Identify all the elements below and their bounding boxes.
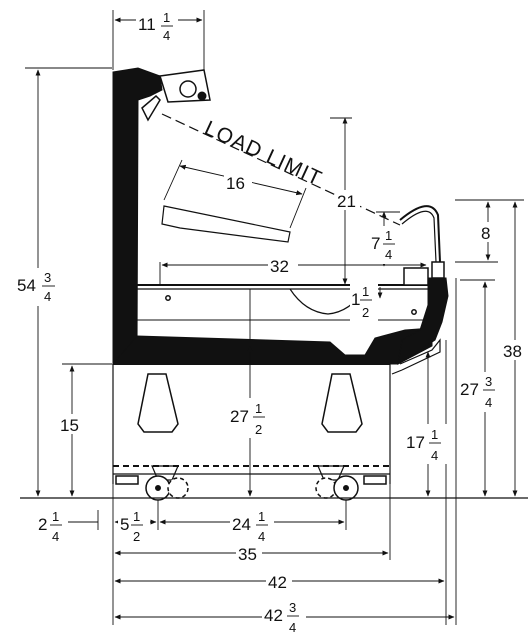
dimension-labels: 11 1 4 54 3 4 16 21 8 (16, 8, 528, 635)
svg-text:4: 4 (163, 28, 170, 43)
dim-shelf-height: 21 (336, 190, 360, 211)
svg-text:4: 4 (289, 620, 296, 635)
dim-top-depth: 11 1 4 (136, 8, 178, 44)
svg-text:7: 7 (371, 234, 380, 253)
svg-text:1: 1 (362, 284, 369, 299)
svg-text:4: 4 (431, 448, 438, 463)
front-fitting (431, 261, 445, 279)
svg-text:21: 21 (337, 192, 356, 211)
svg-text:42: 42 (268, 573, 287, 592)
svg-text:27: 27 (460, 380, 479, 399)
svg-text:8: 8 (481, 224, 490, 243)
svg-text:27: 27 (230, 407, 249, 426)
front-glass-inner (401, 210, 437, 263)
svg-text:4: 4 (52, 529, 59, 544)
svg-text:54: 54 (17, 276, 36, 295)
svg-text:3: 3 (485, 374, 492, 389)
bumper-lip (391, 369, 403, 375)
vent-left (137, 373, 179, 433)
dimension-lines (25, 10, 524, 625)
svg-text:15: 15 (60, 416, 79, 435)
dim-caster-offset: 5 1 2 (118, 508, 150, 546)
svg-text:1: 1 (258, 509, 265, 524)
svg-text:38: 38 (503, 342, 522, 361)
dim-shelf-depth: 16 (224, 172, 252, 193)
deck-rail (403, 267, 429, 286)
caster-left (145, 465, 189, 501)
dim-overall-height: 54 3 4 (16, 268, 60, 306)
dim-right-step: 7 1 4 (370, 226, 400, 264)
light-bracket (141, 94, 161, 122)
canopy-fixture (197, 91, 207, 101)
load-limit-line (161, 113, 401, 226)
svg-text:42: 42 (264, 606, 283, 625)
svg-text:2: 2 (133, 529, 140, 544)
case-body (111, 67, 449, 501)
dim-right-top: 8 (480, 222, 496, 243)
dim-deck-gap: 1 1 2 (350, 282, 378, 322)
dim-case-width: 42 (266, 572, 292, 592)
svg-text:1: 1 (52, 509, 59, 524)
vent-right (321, 373, 363, 433)
bottom-pan (111, 327, 433, 365)
svg-text:1: 1 (133, 509, 140, 524)
svg-text:11: 11 (138, 15, 156, 34)
dim-caster-span: 24 1 4 (230, 508, 274, 546)
svg-text:2: 2 (38, 515, 47, 534)
dim-base-width: 35 (236, 544, 262, 564)
svg-text:4: 4 (485, 395, 492, 410)
svg-text:4: 4 (385, 247, 392, 262)
dim-right-height: 38 (502, 340, 528, 361)
svg-text:1: 1 (255, 401, 262, 416)
canopy-lamp (179, 80, 197, 98)
caster-right (315, 465, 359, 501)
dim-deck-depth: 32 (268, 255, 298, 276)
shelf (161, 205, 291, 243)
svg-text:17: 17 (406, 433, 425, 452)
svg-text:2: 2 (255, 422, 262, 437)
dim-base-height: 15 (58, 414, 86, 435)
dim-bumper-height: 17 1 4 (404, 424, 448, 464)
svg-text:3: 3 (289, 600, 296, 615)
svg-text:4: 4 (258, 529, 265, 544)
deck-fastener-right (411, 309, 417, 315)
svg-text:35: 35 (238, 545, 257, 564)
svg-text:1: 1 (351, 290, 360, 309)
deck-fastener-left (165, 295, 171, 301)
front-glass (399, 205, 441, 263)
svg-text:2: 2 (362, 305, 369, 320)
svg-text:1: 1 (163, 10, 170, 25)
load-limit-label: LOAD LIMIT (201, 117, 326, 191)
front-column (397, 277, 449, 366)
svg-text:16: 16 (226, 174, 245, 193)
svg-text:1: 1 (431, 427, 438, 442)
svg-text:3: 3 (44, 270, 51, 285)
dim-center-height: 27 1 2 (228, 398, 272, 438)
load-limit-indicator: LOAD LIMIT (161, 113, 401, 226)
base-foot-left (115, 475, 139, 485)
svg-text:32: 32 (270, 257, 289, 276)
base-foot-right (363, 475, 387, 485)
svg-text:1: 1 (385, 228, 392, 243)
dim-overall-width: 42 3 4 (262, 598, 306, 635)
dim-left-offset: 2 1 4 (36, 506, 68, 546)
svg-text:4: 4 (44, 289, 51, 304)
dim-right-mid: 27 3 4 (458, 372, 502, 412)
svg-text:5: 5 (120, 515, 129, 534)
svg-text:24: 24 (232, 515, 251, 534)
